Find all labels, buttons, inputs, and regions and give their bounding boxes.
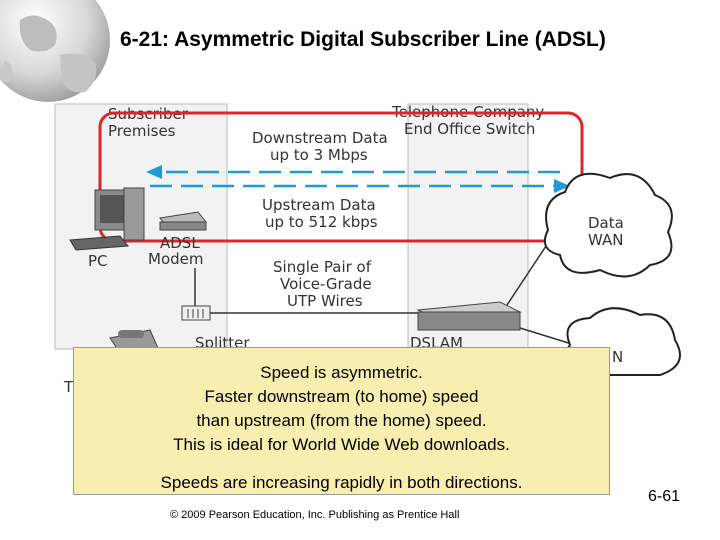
upstream-arrowhead <box>554 179 570 193</box>
telco-label: End Office Switch <box>404 120 535 138</box>
callout-note: Speed is asymmetric. Faster downstream (… <box>73 347 610 495</box>
callout-extra: Speeds are increasing rapidly in both di… <box>160 473 523 492</box>
callout-line: This is ideal for World Wide Web downloa… <box>173 435 510 454</box>
callout-line: Faster downstream (to home) speed <box>204 387 479 406</box>
pc-label: PC <box>88 252 108 270</box>
upstream-label: Upstream Data <box>262 196 376 214</box>
data-wan-label: WAN <box>588 231 624 249</box>
data-wan-cloud <box>544 172 673 278</box>
downstream-label: Downstream Data <box>252 129 388 147</box>
copyright-footer: © 2009 Pearson Education, Inc. Publishin… <box>170 509 460 521</box>
modem-label: Modem <box>148 250 203 268</box>
modem-label: ADSL <box>160 234 200 252</box>
upstream-label: up to 512 kbps <box>265 213 378 231</box>
pc-icon <box>69 187 145 251</box>
wire-label: UTP Wires <box>287 292 363 310</box>
wire-label: Single Pair of <box>273 258 372 276</box>
wire-line <box>519 327 576 346</box>
telephone-icon <box>109 329 159 351</box>
callout-line: Speed is asymmetric. <box>260 363 423 382</box>
network-partial-label: N <box>612 348 623 366</box>
downstream-arrowhead <box>146 165 162 179</box>
splitter-icon <box>181 305 211 321</box>
globe-icon <box>0 0 110 102</box>
modem-icon <box>159 211 207 231</box>
dslam-icon <box>416 301 522 331</box>
subscriber-label: Premises <box>108 122 176 140</box>
downstream-label: up to 3 Mbps <box>270 146 368 164</box>
callout-line: than upstream (from the home) speed. <box>196 411 487 430</box>
wire-line <box>504 239 551 309</box>
page-number: 6-61 <box>648 488 681 505</box>
wire-label: Voice-Grade <box>280 275 372 293</box>
data-wan-label: Data <box>588 214 624 232</box>
phone-partial-label: T <box>63 378 74 396</box>
slide-title: 6-21: Asymmetric Digital Subscriber Line… <box>120 28 606 51</box>
